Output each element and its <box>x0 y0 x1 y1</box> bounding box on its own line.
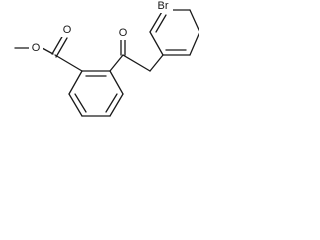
ring1-bond-6 <box>68 70 83 95</box>
ketone-o-label-bg <box>116 27 130 40</box>
ester-ether-oxygen-label: O <box>32 42 41 54</box>
ester-c-o-double-bond-2 <box>55 37 68 58</box>
ring2-bond-2 <box>149 9 164 33</box>
ketone-oxygen-label: O <box>119 27 128 39</box>
carbonyl-o-label-bg <box>60 24 74 37</box>
ring2-bond-4 <box>189 9 199 32</box>
ester-c-o-double-bond-1 <box>51 34 64 55</box>
ring1-inner-bond-b <box>105 93 118 113</box>
ch2-ring-bond <box>149 54 164 72</box>
molecule-drawing: O O O Br <box>14 0 199 117</box>
ring2-bond-5 <box>189 32 199 56</box>
ether-o-label-bg <box>29 42 43 55</box>
ester-carbonyl-oxygen-label: O <box>63 24 72 36</box>
ring1-inner-bond-c <box>74 93 87 113</box>
ring2-inner-bond-a <box>155 14 167 33</box>
ring1-bond-3 <box>109 93 124 117</box>
ring1-bond-2 <box>109 70 124 95</box>
ring2-bond-1 <box>149 31 164 56</box>
br-label-bg <box>153 0 173 13</box>
structure-diagram: O O O Br <box>0 0 199 153</box>
ester-c-ring-bond <box>54 54 83 72</box>
ketone-ch2-bond <box>122 54 151 72</box>
ester-o-carbonyl-c-bond <box>41 47 54 55</box>
bromine-label: Br <box>158 0 169 12</box>
ring1-bond-5 <box>68 93 83 117</box>
ring-ketone-c-bond <box>109 54 124 72</box>
